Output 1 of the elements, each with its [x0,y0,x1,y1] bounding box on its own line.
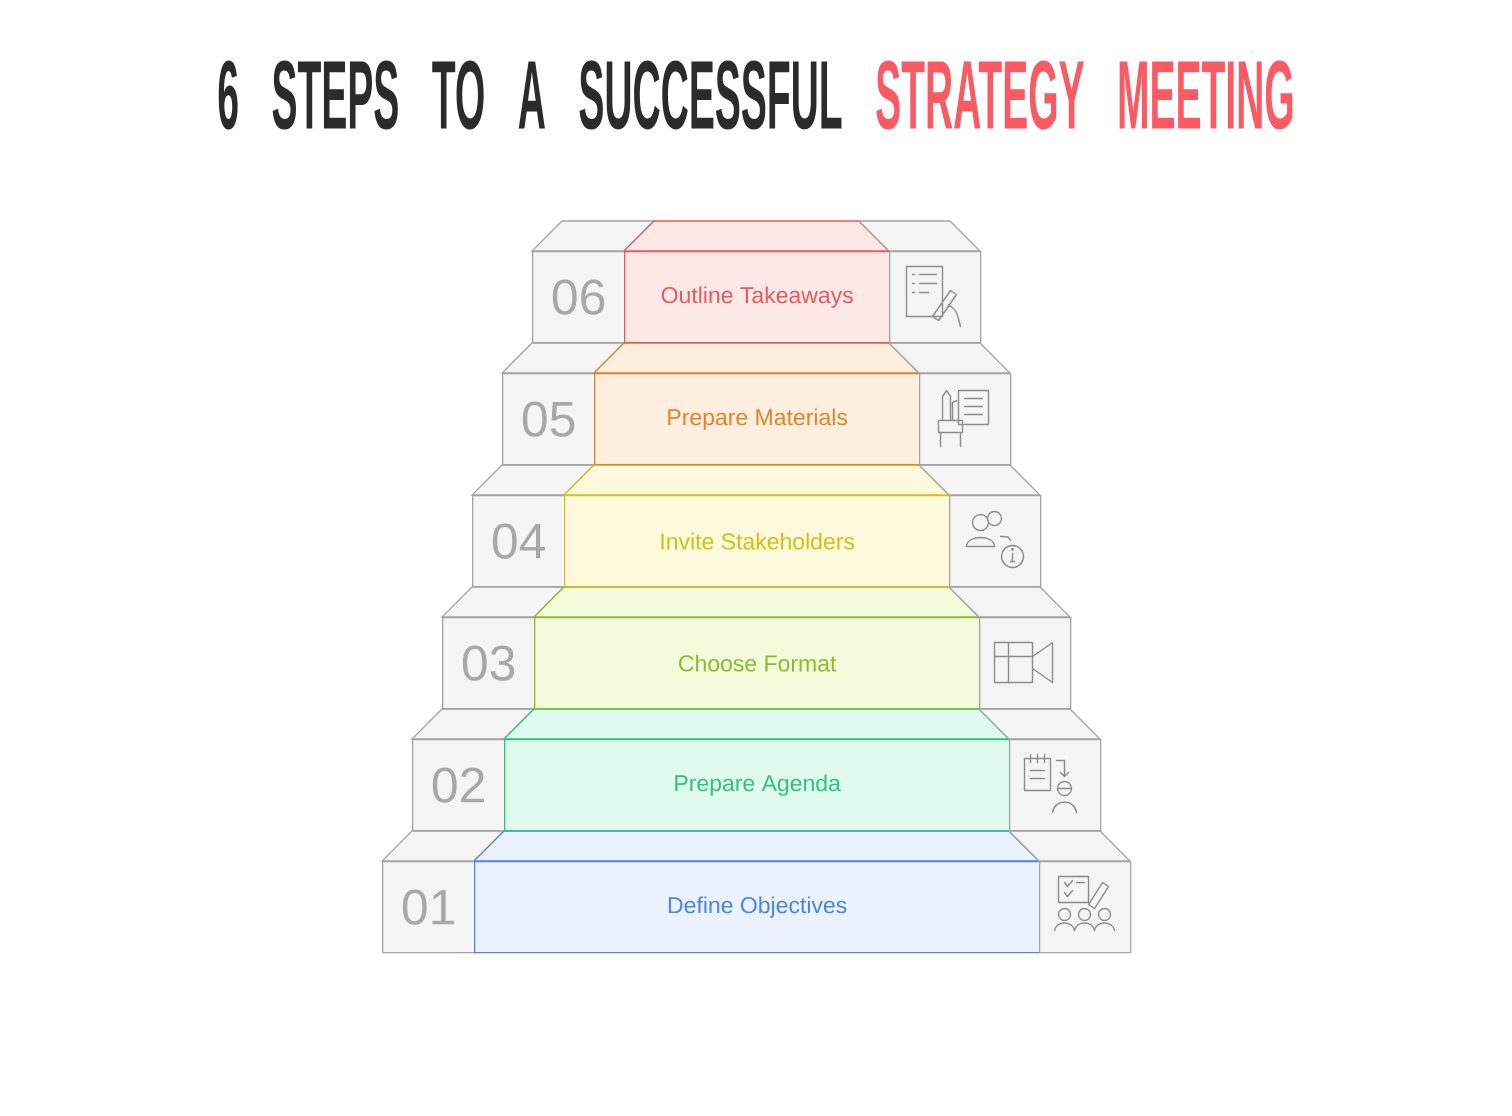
title: 6 STEPS TO A SUCCESSFUL STRATEGY MEETING [218,60,1293,130]
